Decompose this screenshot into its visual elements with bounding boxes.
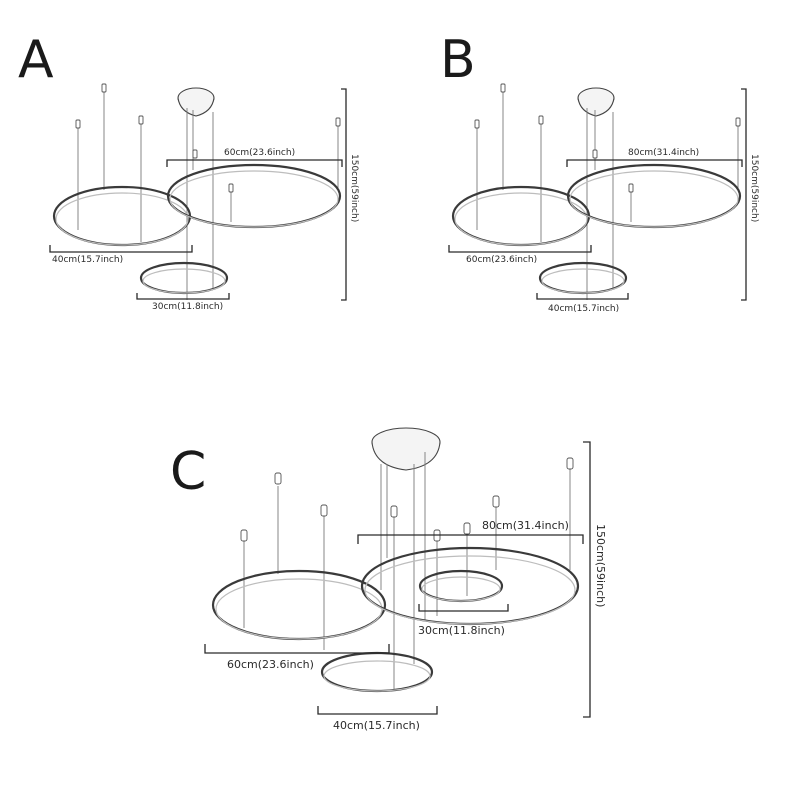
dimension-line-bottom <box>536 293 629 300</box>
ceiling-canopy <box>371 427 441 471</box>
ring-right-large <box>360 546 580 626</box>
ring-size-label: 30cm(11.8inch) <box>418 624 505 637</box>
ring-size-label: 40cm(15.7inch) <box>333 719 420 732</box>
suspension-wires <box>77 92 339 300</box>
ring-size-label: 40cm(15.7inch) <box>52 255 123 265</box>
wire-caps <box>240 457 574 542</box>
ring-size-label: 40cm(15.7inch) <box>548 304 619 314</box>
dimension-line-right <box>166 159 343 167</box>
dimension-line-right <box>566 159 743 167</box>
suspension-wires <box>476 92 739 300</box>
dimension-line-inner <box>418 604 509 612</box>
dimension-line-left <box>448 245 592 253</box>
panel-letter-b: B <box>440 30 476 90</box>
ring-size-label: 80cm(31.4inch) <box>482 519 569 532</box>
ring-inner-small <box>418 569 504 603</box>
panel-a: A <box>0 0 400 330</box>
ring-right-large <box>166 163 342 229</box>
height-label: 150cm(59inch) <box>749 154 759 222</box>
ring-bottom-small <box>139 261 229 295</box>
ring-left <box>52 185 192 247</box>
ring-right-large <box>566 163 742 229</box>
wire-caps <box>75 83 341 193</box>
dimension-line-left <box>49 245 193 253</box>
chandelier-diagram-b: 60cm(23.6inch) 80cm(31.4inch) 40cm(15.7i… <box>448 83 759 314</box>
panel-b: B <box>400 0 800 330</box>
panel-letter-a: A <box>18 30 54 90</box>
height-label: 150cm(59inch) <box>594 524 607 607</box>
ring-size-label: 60cm(23.6inch) <box>224 148 295 158</box>
panel-c: C <box>160 420 620 760</box>
dimension-line-height <box>583 441 591 718</box>
ring-bottom-small <box>538 261 628 295</box>
dimension-line-bottom <box>317 706 438 715</box>
ring-left <box>211 569 387 641</box>
ring-size-label: 30cm(11.8inch) <box>152 302 223 312</box>
ceiling-canopy <box>177 87 215 117</box>
panel-letter-c: C <box>170 442 207 502</box>
wire-caps <box>474 83 741 193</box>
ring-size-label: 60cm(23.6inch) <box>466 255 537 265</box>
ring-bottom-small <box>320 651 434 693</box>
dimension-line-height <box>341 88 347 301</box>
height-label: 150cm(59inch) <box>349 154 359 222</box>
dimension-line-left <box>204 644 390 654</box>
ring-size-label: 80cm(31.4inch) <box>628 148 699 158</box>
ceiling-canopy <box>577 87 615 117</box>
ring-size-label: 60cm(23.6inch) <box>227 658 314 671</box>
chandelier-diagram-c: 60cm(23.6inch) 80cm(31.4inch) 40cm(15.7i… <box>204 427 607 732</box>
dimension-line-height <box>741 88 747 301</box>
dimension-line-right <box>357 534 584 544</box>
dimension-line-bottom <box>136 293 230 300</box>
chandelier-diagram-a: 40cm(15.7inch) 60cm(23.6inch) 30cm(11.8i… <box>49 83 359 312</box>
